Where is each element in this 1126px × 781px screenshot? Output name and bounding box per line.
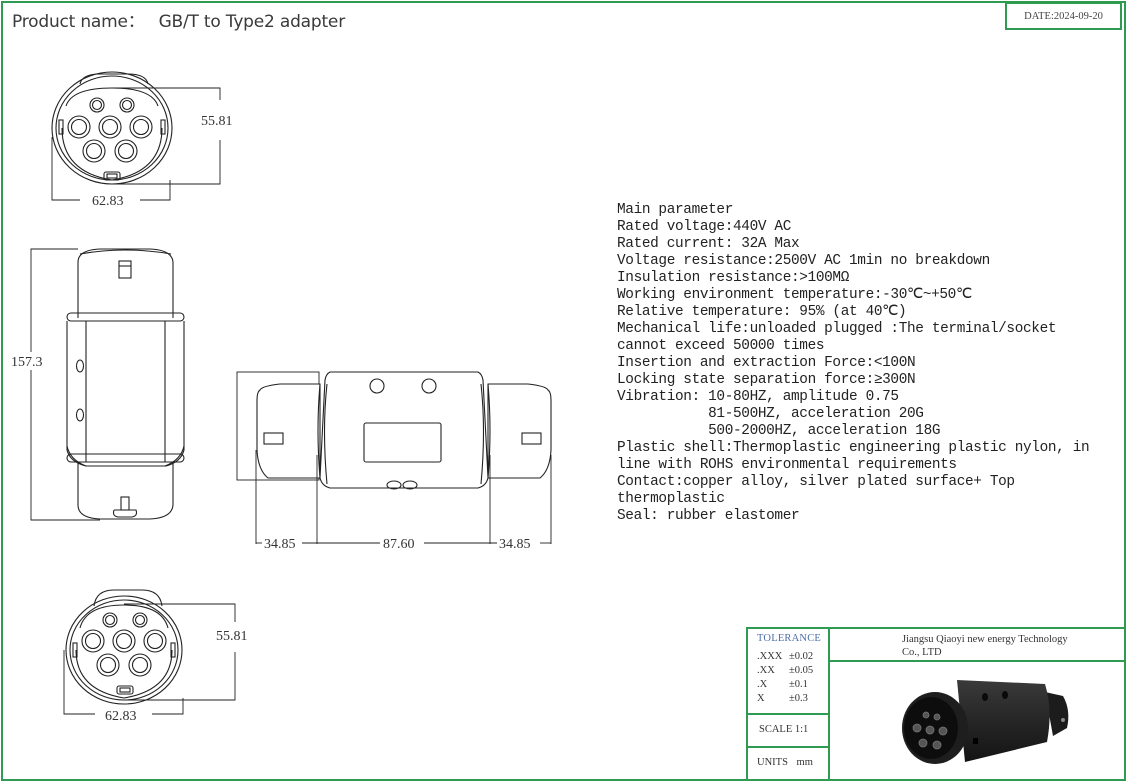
- units-text: UNITS mm: [757, 757, 813, 768]
- parameter-line: Locking state separation force:≥300N: [617, 372, 916, 388]
- title-block-divider-vertical: [828, 627, 830, 779]
- tolerance-key: X: [757, 693, 765, 704]
- tolerance-key: .XXX: [757, 651, 783, 662]
- parameter-line: Seal: rubber elastomer: [617, 508, 800, 524]
- parameter-line: Rated voltage:440V AC: [617, 219, 792, 235]
- parameter-line: 81-500HZ, acceleration 20G: [617, 406, 924, 422]
- tolerance-row: .XX ±0.05: [757, 665, 813, 676]
- parameter-line: cannot exceed 50000 times: [617, 338, 825, 354]
- dim-bottom-height: 55.81: [216, 629, 248, 644]
- front-view-bottom: [63, 589, 236, 715]
- photo-body: [957, 680, 1050, 762]
- parameter-line: Vibration: 10-80HZ, amplitude 0.75: [617, 389, 899, 405]
- dim-top-middle: 87.60: [383, 537, 415, 552]
- dim-top-right: 34.85: [499, 537, 531, 552]
- tolerance-value: ±0.05: [789, 665, 814, 676]
- dim-top-left: 34.85: [264, 537, 296, 552]
- parameter-line: Working environment temperature:-30℃~+50…: [617, 287, 972, 303]
- parameter-line: Insulation resistance:>100MΩ: [617, 270, 850, 286]
- parameter-line: Voltage resistance:2500V AC 1min no brea…: [617, 253, 990, 269]
- dim-top-height: 55.81: [201, 114, 233, 129]
- tolerance-row: .X ±0.1: [757, 679, 808, 690]
- company-name: Jiangsu Qiaoyi new energy Technology Co.…: [902, 633, 1068, 659]
- parameter-line: line with ROHS environmental requirement…: [617, 457, 957, 473]
- product-name-label: Product name：: [12, 12, 145, 32]
- date-box: DATE:2024-09-20: [1005, 2, 1122, 30]
- product-title: Product name： GB/T to Type2 adapter: [12, 7, 345, 32]
- dim-top-width: 62.83: [92, 194, 124, 209]
- front-view-top: [51, 71, 221, 201]
- parameter-line: Insertion and extraction Force:<100N: [617, 355, 916, 371]
- parameter-line: thermoplastic: [617, 491, 725, 507]
- product-name-value: GB/T to Type2 adapter: [158, 12, 346, 32]
- tolerance-value: ±0.3: [789, 693, 808, 704]
- photo-hole-2: [1002, 691, 1008, 699]
- title-block-border-left: [746, 627, 748, 779]
- top-view: [236, 371, 552, 544]
- parameter-line: 500-2000HZ, acceleration 18G: [617, 423, 941, 439]
- tolerance-key: .XX: [757, 665, 775, 676]
- tolerance-key: .X: [757, 679, 768, 690]
- tolerance-row: .XXX ±0.02: [757, 651, 813, 662]
- date-text: DATE:2024-09-20: [1024, 10, 1103, 22]
- side-view: [30, 248, 185, 521]
- tolerance-value: ±0.02: [789, 651, 814, 662]
- title-block-divider-units: [746, 746, 830, 748]
- parameter-line: Relative temperature: 95% (at 40℃): [617, 304, 907, 320]
- dim-side-length: 157.3: [11, 355, 43, 370]
- parameter-line: Main parameter: [617, 202, 734, 218]
- company-line-1: Jiangsu Qiaoyi new energy Technology: [902, 634, 1068, 645]
- title-block-border-top: [746, 627, 1124, 629]
- parameter-line: Rated current: 32A Max: [617, 236, 800, 252]
- title-block-divider-company: [828, 660, 1124, 662]
- parameter-line: Mechanical life:unloaded plugged :The te…: [617, 321, 1057, 337]
- company-line-2: Co., LTD: [902, 647, 942, 658]
- product-photo: [902, 680, 1069, 764]
- scale-text: SCALE 1:1: [759, 724, 809, 735]
- photo-rear-plug: [1045, 692, 1069, 736]
- tolerance-value: ±0.1: [789, 679, 808, 690]
- dim-bottom-width: 62.83: [105, 709, 137, 724]
- photo-hole-1: [982, 693, 988, 701]
- photo-pins: [912, 711, 948, 750]
- photo-rear-hole: [1061, 718, 1065, 722]
- tolerance-row: X ±0.3: [757, 693, 808, 704]
- parameter-line: Contact:copper alloy, silver plated surf…: [617, 474, 1015, 490]
- parameter-line: Plastic shell:Thermoplastic engineering …: [617, 440, 1090, 456]
- tolerance-title: TOLERANCE: [757, 633, 822, 644]
- photo-latch: [973, 738, 978, 744]
- title-block-divider-scale: [746, 713, 830, 715]
